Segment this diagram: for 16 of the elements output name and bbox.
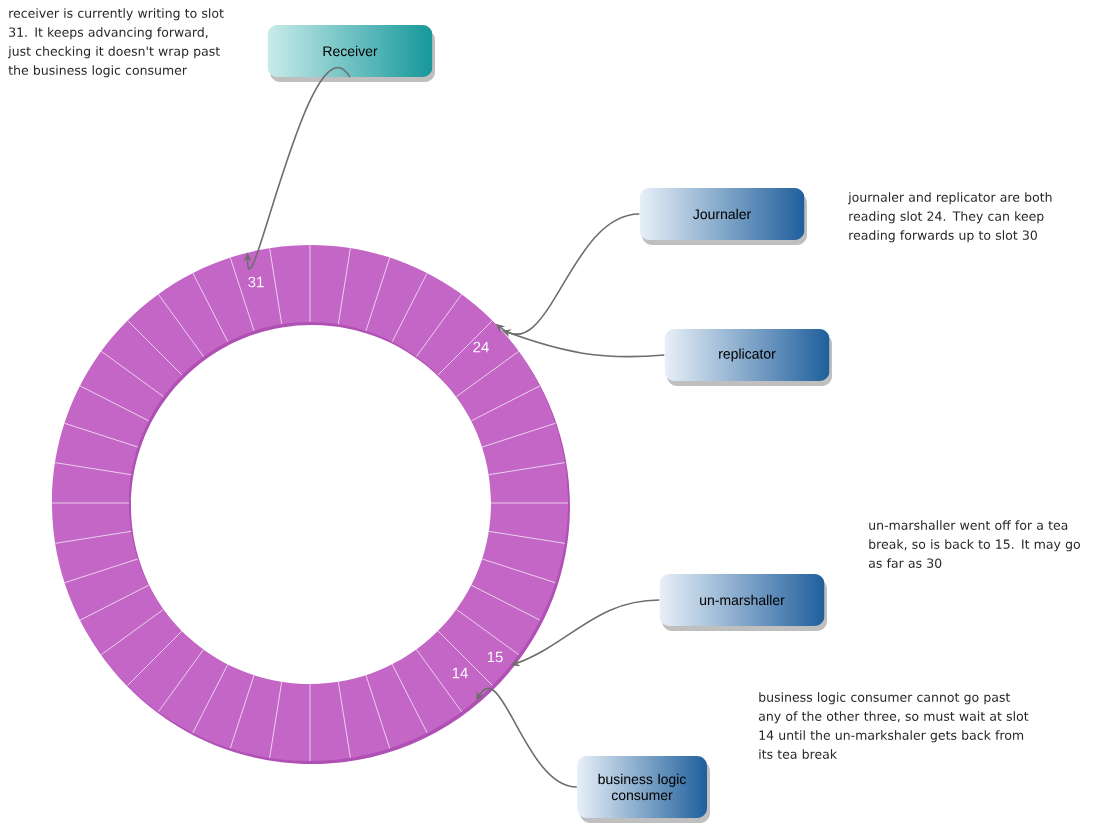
process-box: replicator xyxy=(664,329,832,386)
slot-number: 15 xyxy=(487,651,503,663)
slot-number: 31 xyxy=(248,276,264,288)
ring-buffer xyxy=(51,244,570,764)
note: un-marshaller went off for a tea break, so is back to 15. It may go as far as 30 xyxy=(868,520,1080,568)
process-box: un-marshaller xyxy=(659,574,827,631)
arrow xyxy=(476,688,578,788)
note: journaler and replicator are both reading slot 24. They can keep reading forwards up to slot 30 xyxy=(848,192,1052,243)
process-box: Journaler xyxy=(639,188,807,245)
note: business logic consumer cannot go past any of the other three, so must wait at slot 14 until the un-markshaler gets back from its tea break xyxy=(758,692,1029,759)
slot-number: 24 xyxy=(473,341,489,353)
process-box: Receiver xyxy=(267,25,435,82)
slot-number: 14 xyxy=(452,667,468,679)
process-box: business logic consumer xyxy=(577,756,710,823)
note: receiver is currently writing to slot 31. It keeps advancing forward, just checking it doesn't wrap past the business logic consumer xyxy=(8,8,224,78)
arrow xyxy=(243,66,351,270)
